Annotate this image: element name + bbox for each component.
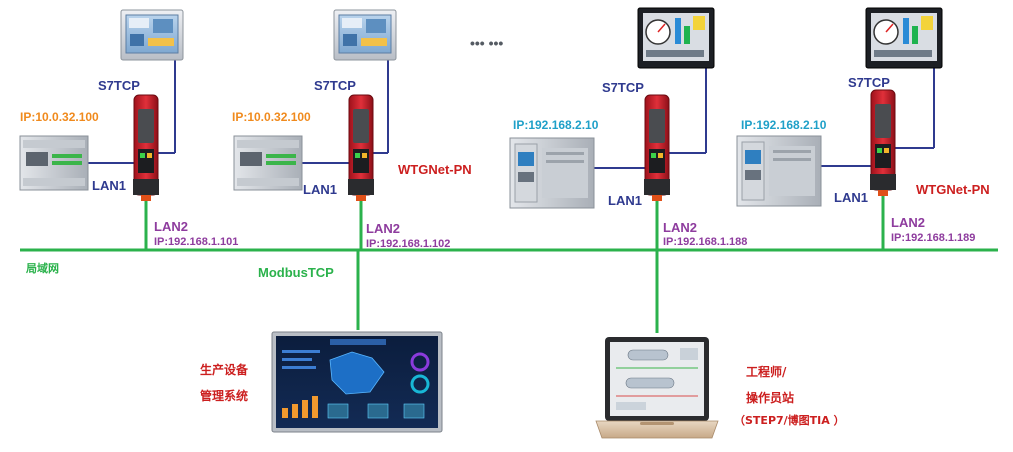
modbus-protocol-label: ModbusTCP [258, 265, 334, 280]
more-devices-ellipsis: ••• ••• [470, 35, 503, 51]
lan1-label: LAN1 [92, 178, 126, 193]
plc-ip-label: IP:192.168.2.10 [513, 118, 599, 132]
mes-label-line1: 生产设备 [200, 362, 249, 377]
monitor-icon [271, 331, 443, 433]
plc-ip-label: IP:192.168.2.10 [741, 118, 827, 132]
hmi-panel-icon [637, 7, 715, 69]
hmi-panel-icon [333, 9, 397, 61]
lan2-ip-label: IP:192.168.1.189 [891, 232, 975, 244]
lan1-label: LAN1 [608, 193, 642, 208]
lan1-label: LAN1 [834, 190, 868, 205]
lan-network-label: 局域网 [25, 261, 59, 275]
plc-icon [233, 135, 303, 191]
gateway-icon [644, 94, 670, 201]
laptop-icon [595, 337, 719, 439]
gateway-icon [870, 89, 896, 196]
engineer-label-line1: 工程师/ [746, 364, 787, 379]
hmi-protocol-label: S7TCP [98, 78, 140, 93]
lan2-ip-label: IP:192.168.1.188 [663, 236, 747, 248]
gateway-name-label: WTGNet-PN [916, 182, 990, 197]
hmi-panel-icon [120, 9, 184, 61]
plc-icon [19, 135, 89, 191]
hmi-protocol-label: S7TCP [314, 78, 356, 93]
plc-icon [509, 137, 595, 209]
lan2-label: LAN2 [891, 215, 925, 230]
hmi-panel-icon [865, 7, 943, 69]
gateway-icon [348, 94, 374, 201]
lan1-label: LAN1 [303, 182, 337, 197]
plc-ip-label: IP:10.0.32.100 [20, 110, 99, 124]
hmi-protocol-label: S7TCP [602, 80, 644, 95]
plc-ip-label: IP:10.0.32.100 [232, 110, 311, 124]
plc-icon [736, 135, 822, 207]
engineer-label-line2: 操作员站 [746, 390, 794, 405]
mes-label-line2: 管理系统 [200, 388, 248, 403]
lan2-label: LAN2 [154, 219, 188, 234]
hmi-protocol-label: S7TCP [848, 75, 890, 90]
lan2-ip-label: IP:192.168.1.101 [154, 236, 238, 248]
lan2-ip-label: IP:192.168.1.102 [366, 238, 450, 250]
lan2-label: LAN2 [663, 220, 697, 235]
gateway-icon [133, 94, 159, 201]
engineer-label-line3: （STEP7/博图TIA ） [734, 413, 845, 427]
gateway-name-label: WTGNet-PN [398, 162, 472, 177]
lan2-label: LAN2 [366, 221, 400, 236]
